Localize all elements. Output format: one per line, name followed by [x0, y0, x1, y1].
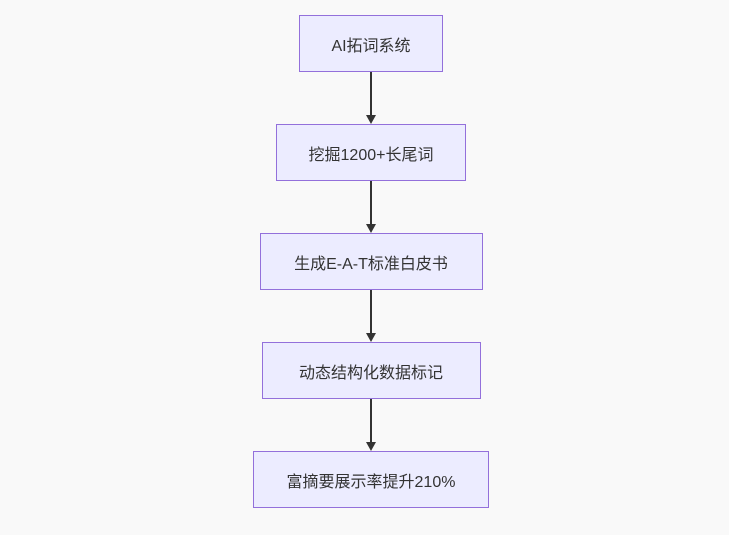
arrow-line	[370, 290, 372, 334]
flowchart-node: 富摘要展示率提升210%	[253, 451, 489, 508]
flowchart-node: AI拓词系统	[299, 15, 443, 72]
arrow-head-icon	[366, 224, 376, 233]
node-label: AI拓词系统	[331, 37, 411, 55]
arrow-line	[370, 399, 372, 443]
arrow-line	[370, 72, 372, 116]
node-label: 动态结构化数据标记	[298, 364, 443, 382]
flowchart-node: 生成E-A-T标准白皮书	[259, 233, 483, 290]
flow-arrow	[366, 181, 376, 233]
node-label: 富摘要展示率提升210%	[286, 473, 456, 491]
flowchart-node: 动态结构化数据标记	[261, 342, 481, 399]
arrow-head-icon	[366, 442, 376, 451]
arrow-head-icon	[366, 333, 376, 342]
node-label: 生成E-A-T标准白皮书	[294, 255, 448, 273]
flow-arrow	[366, 399, 376, 451]
flow-arrow	[366, 72, 376, 124]
node-label: 挖掘1200+长尾词	[308, 146, 434, 164]
flow-arrow	[366, 290, 376, 342]
arrow-head-icon	[366, 115, 376, 124]
arrow-line	[370, 181, 372, 225]
flowchart-node: 挖掘1200+长尾词	[276, 124, 466, 181]
flowchart: AI拓词系统 挖掘1200+长尾词 生成E-A-T标准白皮书 动态结构化数据标记…	[253, 15, 489, 508]
